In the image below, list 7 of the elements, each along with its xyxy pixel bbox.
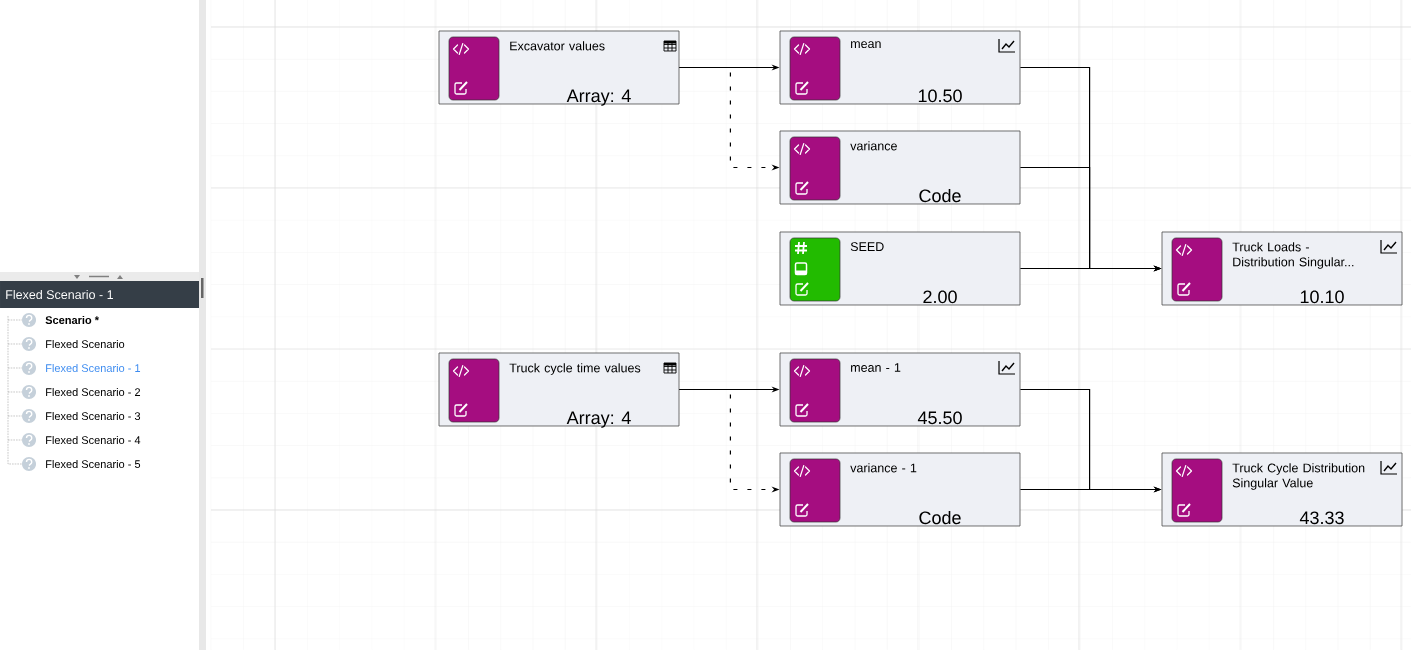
tree-item: Flexed Scenario - 2 [46,387,140,397]
tree-item: Flexed Scenario [46,339,125,349]
tree-item: Flexed Scenario - 3 [46,411,141,421]
tree-item: Flexed Scenario - 5 [46,459,141,469]
panel-header: Flexed Scenario - 1 [0,281,199,308]
tree-item: Flexed Scenario - 4 [46,435,141,445]
tree-item: Flexed Scenario - 1 [46,363,141,373]
